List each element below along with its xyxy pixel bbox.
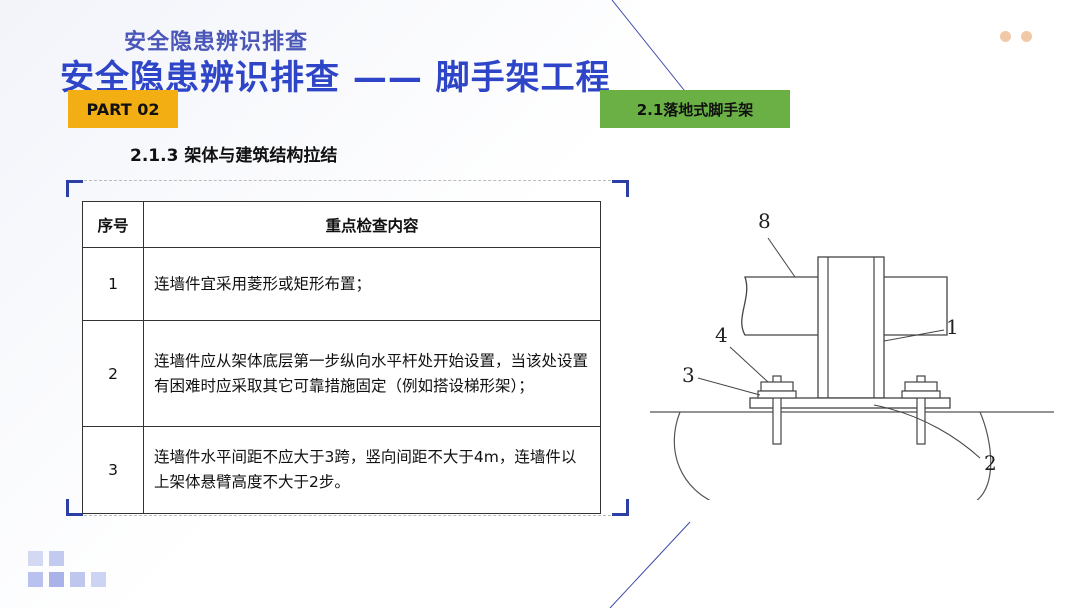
decor-line-bottom [609,521,691,608]
table-row: 1 连墙件宜采用菱形或矩形布置； [82,247,601,321]
decor-square [49,551,64,566]
inspection-table: 序号 重点检查内容 1 连墙件宜采用菱形或矩形布置； 2 连墙件应从架体底层第一… [82,201,601,514]
label-8: 8 [758,209,771,233]
decor-dot [1000,31,1011,42]
washer-right [901,390,941,399]
frame-corner [66,180,83,197]
frame-corner [612,180,629,197]
row-content: 连墙件应从架体底层第一步纵向水平杆处开始设置，当该处设置有困难时应采取其它可靠措… [143,320,601,427]
leader-line [767,237,796,278]
washer-left [757,390,797,399]
table-row: 2 连墙件应从架体底层第一步纵向水平杆处开始设置，当该处设置有困难时应采取其它可… [82,320,601,427]
nut-left [760,381,794,392]
label-2: 2 [984,451,997,475]
frame-corner [66,499,83,516]
row-number: 3 [82,426,144,514]
section-badge: 2.1落地式脚手架 [600,90,790,128]
decor-square [91,572,106,587]
label-4: 4 [715,323,728,347]
row-content: 连墙件水平间距不应大于3跨，竖向间距不大于4m，连墙件以上架体悬臂高度不大于2步… [143,426,601,514]
header-content: 重点检查内容 [143,201,601,248]
vertical-post [817,256,885,399]
row-number: 2 [82,320,144,427]
frame-corner [612,499,629,516]
decor-dot [1021,31,1032,42]
decor-square [28,551,43,566]
foundation-outline [673,411,992,500]
label-3: 3 [682,363,695,387]
table-frame [66,180,629,516]
wall-tie-diagram: 8 4 3 1 2 [650,209,1054,500]
row-number: 1 [82,247,144,321]
section-heading: 2.1.3 架体与建筑结构拉结 [130,146,338,166]
nut-right [904,381,938,392]
row-content: 连墙件宜采用菱形或矩形布置； [143,247,601,321]
leader-line [883,329,945,342]
header-number: 序号 [82,201,144,248]
label-1: 1 [946,315,959,339]
leader-line [697,377,761,396]
decor-square [70,572,85,587]
anchor-bolt-left [772,375,782,445]
leader-line [729,346,769,383]
anchor-bolt-right [916,375,926,445]
part-badge: PART 02 [68,90,178,128]
decor-dots [1000,31,1032,42]
decor-square [28,572,43,587]
leader-line [873,404,981,459]
table-row: 3 连墙件水平间距不应大于3跨，竖向间距不大于4m，连墙件以上架体悬臂高度不大于… [82,426,601,514]
frame-dash-top [84,180,611,181]
frame-dash-bottom [84,515,611,516]
page-subtitle: 安全隐患辨识排查 [124,30,309,55]
base-plate [749,397,951,409]
decor-square [49,572,64,587]
table-header-row: 序号 重点检查内容 [82,201,601,248]
